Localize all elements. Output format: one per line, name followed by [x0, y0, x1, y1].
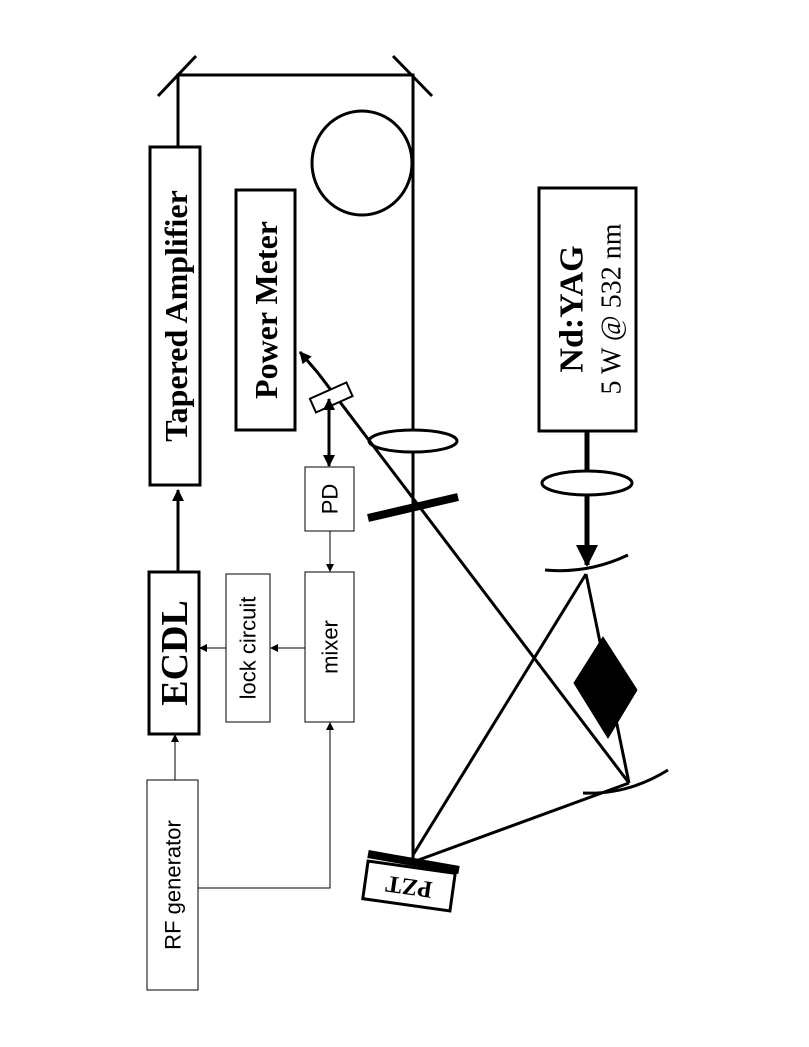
cavity-output-beam: [316, 372, 631, 784]
steering-mirror-top: [156, 54, 198, 98]
optical-isolator: [310, 109, 414, 217]
pump-lens: [540, 469, 634, 497]
lock-circuit-label: lock circuit: [236, 597, 261, 700]
bowtie-cavity: [316, 372, 631, 864]
cavity-leg-pzt-to-input: [411, 573, 588, 856]
cavity-leg-pzt-to-curved: [412, 781, 630, 864]
curved-mirror-output: [582, 768, 669, 795]
mode-matching-lens: [367, 428, 459, 454]
nd-yag-spec-label: 5 W @ 532 nm: [597, 223, 628, 394]
mixer-label: mixer: [318, 620, 343, 674]
ecdl-box: ECDL: [147, 570, 201, 736]
mixer-box: mixer: [304, 571, 355, 723]
ecdl-label: ECDL: [154, 600, 196, 706]
tapered-amplifier-box: Tapered Amplifier: [148, 145, 202, 487]
pzt-label: PZT: [384, 870, 434, 902]
tapered-amplifier-label: Tapered Amplifier: [158, 190, 194, 442]
steering-mirror-bottom: [391, 54, 434, 98]
pzt-actuator: [361, 859, 457, 913]
power-meter-label: Power Meter: [248, 221, 284, 399]
rf-to-mixer-arrow: [198, 722, 334, 889]
curved-mirror-input: [544, 553, 629, 573]
rf-generator-box: RF generator: [146, 779, 199, 991]
pd-box: PD: [304, 466, 355, 532]
rf-generator-label: RF generator: [161, 820, 186, 950]
nd-yag-box: Nd:YAG 5 W @ 532 nm: [537, 186, 638, 433]
dichroic-mirror: [367, 493, 459, 522]
pd-label: PD: [318, 484, 343, 515]
pzt-mirror: PZT: [361, 850, 460, 913]
nd-yag-label: Nd:YAG: [554, 245, 591, 372]
nonlinear-crystal: [573, 636, 638, 739]
lock-circuit-box: lock circuit: [225, 573, 271, 723]
main-beam-path: [176, 73, 415, 862]
power-meter-box: Power Meter: [234, 188, 297, 432]
pzt-mirror-surface: [367, 850, 460, 874]
output-to-power-meter-arrow: [298, 351, 320, 374]
